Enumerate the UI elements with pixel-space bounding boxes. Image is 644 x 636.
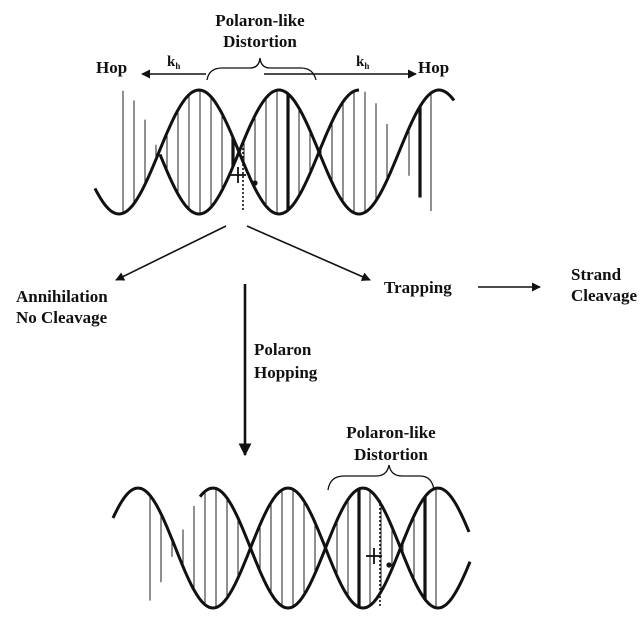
bottom-electron-dot-icon <box>386 562 391 567</box>
hop-right-label: Hop <box>418 58 449 77</box>
top-distortion-label-line2: Distortion <box>223 32 297 51</box>
bottom-strand-b <box>200 488 470 608</box>
hop-left-label: Hop <box>96 58 127 77</box>
annihilation-label-line1: Annihilation <box>16 287 108 306</box>
bottom-strand-a <box>113 488 469 608</box>
rate-left-label: kh <box>167 54 180 71</box>
polaron-hopping-label-line1: Polaron <box>254 340 312 359</box>
annihilation-label-line2: No Cleavage <box>16 308 108 327</box>
top-distortion-brace <box>207 58 316 80</box>
strand-cleavage-label-line1: Strand <box>571 265 622 284</box>
bottom-distortion-label-line2: Distortion <box>354 445 428 464</box>
top-dna-helix <box>95 90 454 214</box>
strand-cleavage-label-line2: Cleavage <box>571 286 638 305</box>
top-distortion-label-line1: Polaron-like <box>215 11 305 30</box>
bottom-distortion-label-line1: Polaron-like <box>346 423 436 442</box>
annihilation-arrow <box>116 226 226 280</box>
rate-right-label: kh <box>356 54 369 71</box>
bottom-dna-helix <box>113 488 470 608</box>
trapping-label: Trapping <box>384 278 452 297</box>
trapping-arrow <box>247 226 370 280</box>
top-electron-dot-icon <box>252 180 257 185</box>
polaron-hopping-label-line2: Hopping <box>254 363 318 382</box>
bottom-distortion-brace <box>328 465 434 490</box>
top-base-pair-rungs <box>123 90 431 214</box>
top-strand-b <box>160 90 454 214</box>
